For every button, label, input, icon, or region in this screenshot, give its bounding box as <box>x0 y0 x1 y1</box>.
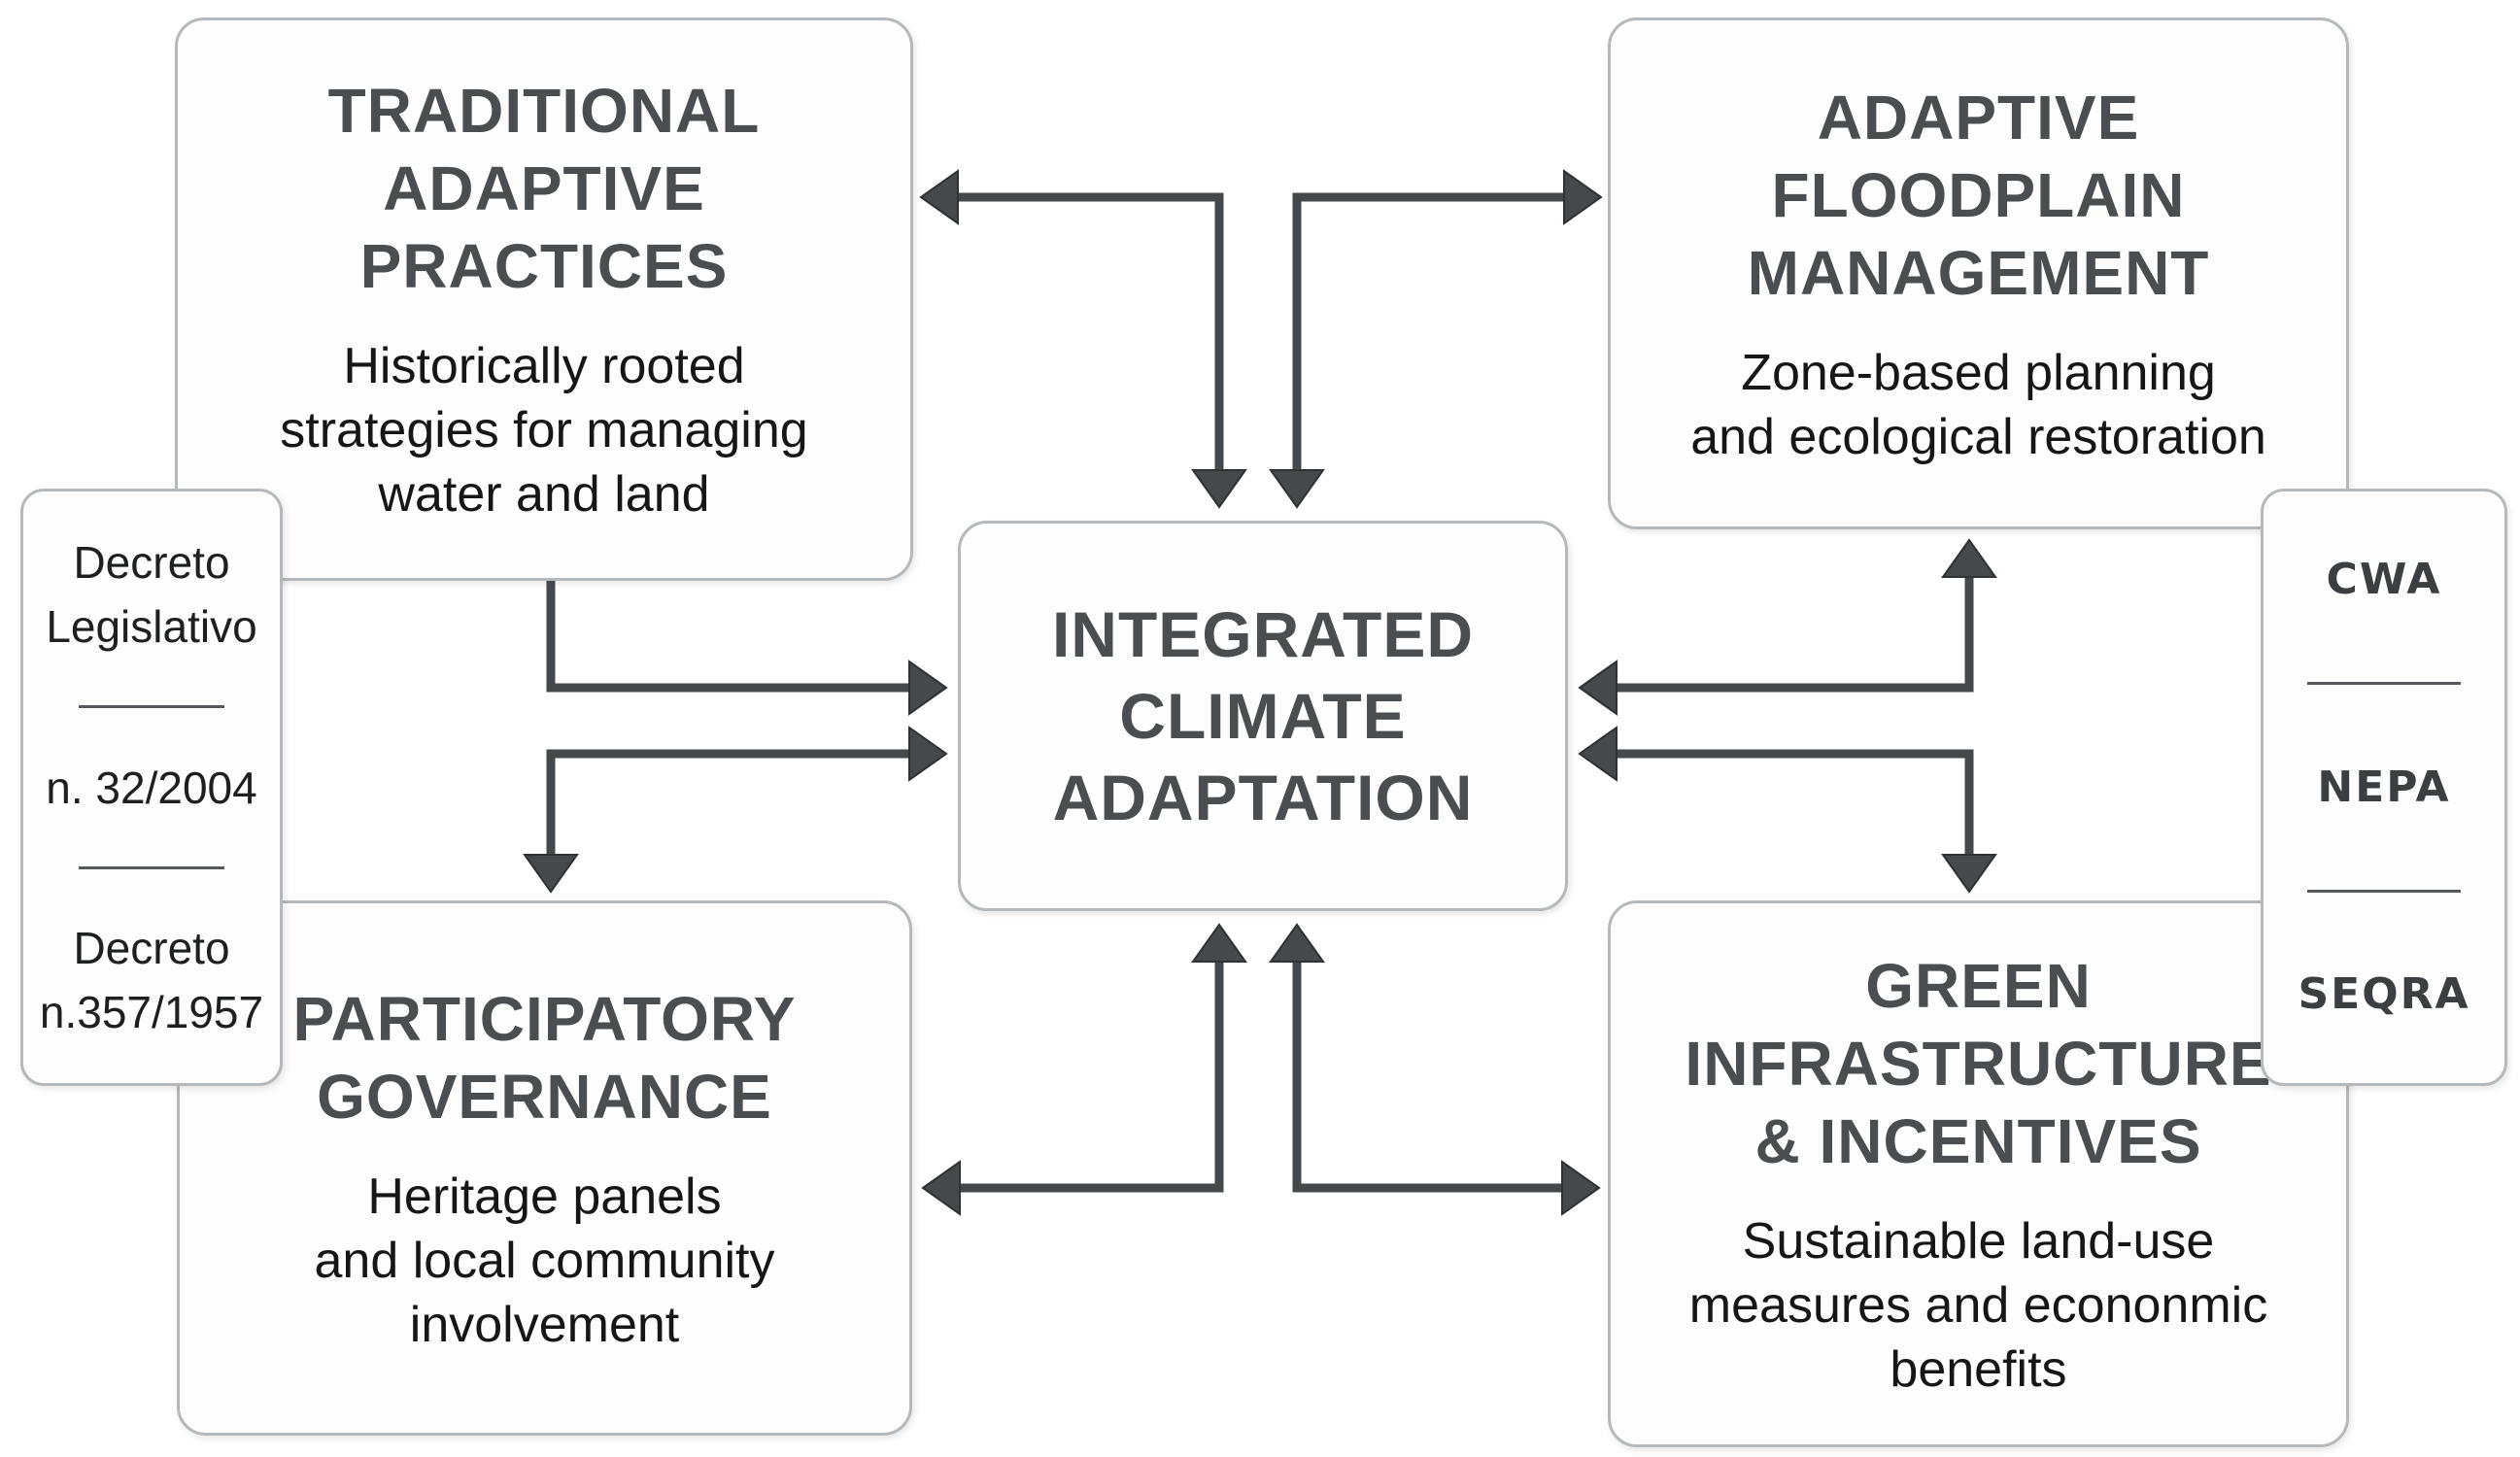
panel-italian-decrees: Decreto Legislativo n. 32/2004 Decreto n… <box>20 489 283 1086</box>
divider <box>79 865 224 869</box>
node-traditional-adaptive-practices: TRADITIONAL ADAPTIVE PRACTICES Historica… <box>175 17 913 581</box>
node-subtitle: Historically rooted strategies for manag… <box>280 338 808 523</box>
panel-us-statutes: CWA NEPA SEQRA <box>2261 489 2507 1086</box>
arrow-green-to-center <box>1269 923 1601 1216</box>
arrowhead-right-icon <box>1563 169 1603 225</box>
arrowhead-down-icon <box>1269 469 1325 509</box>
arrowhead-right-icon <box>1561 1160 1601 1216</box>
panel-item-decreto-n357-1957: Decreto n.357/1957 <box>39 923 264 1037</box>
divider <box>79 705 224 709</box>
panel-item-nepa: NEPA <box>2317 762 2451 812</box>
arrowhead-up-icon <box>1941 538 1997 578</box>
node-green-infrastructure-incentives: GREEN INFRASTRUCTURE & INCENTIVES Sustai… <box>1608 900 2349 1447</box>
node-subtitle: Sustainable land-use measures and econon… <box>1688 1212 2268 1398</box>
arrow-center-to-green <box>1578 726 1997 894</box>
arrowhead-left-icon <box>919 169 959 225</box>
arrowhead-down-icon <box>1191 469 1247 509</box>
arrowhead-left-icon <box>1578 726 1618 782</box>
arrowhead-up-icon <box>1191 923 1247 963</box>
panel-item-cwa: CWA <box>2326 555 2442 604</box>
node-integrated-climate-adaptation: INTEGRATED CLIMATE ADAPTATION <box>958 521 1568 911</box>
node-heading: PARTICIPATORY GOVERNANCE <box>292 983 797 1132</box>
arrow-center-to-floodplain-right <box>1578 538 1997 716</box>
arrow-participatory-to-center <box>921 923 1247 1216</box>
arrow-center-to-traditional <box>919 169 1247 509</box>
arrowhead-up-icon <box>1269 923 1325 963</box>
arrow-center-to-participatory-left <box>523 726 948 894</box>
panel-item-n32-2004: n. 32/2004 <box>46 762 257 813</box>
arrow-center-to-floodplain <box>1269 169 1603 509</box>
node-heading: INTEGRATED CLIMATE ADAPTATION <box>1051 598 1475 833</box>
node-subtitle: Zone-based planning and ecological resto… <box>1690 344 2266 465</box>
node-adaptive-floodplain-management: ADAPTIVE FLOODPLAIN MANAGEMENT Zone-base… <box>1608 17 2349 529</box>
node-heading: TRADITIONAL ADAPTIVE PRACTICES <box>327 76 761 301</box>
panel-item-decreto-legislativo: Decreto Legislativo <box>46 537 257 652</box>
node-participatory-governance: PARTICIPATORY GOVERNANCE Heritage panels… <box>177 900 912 1436</box>
arrowhead-down-icon <box>523 854 579 894</box>
arrowhead-down-icon <box>1941 854 1997 894</box>
arrowhead-right-icon <box>908 726 948 782</box>
node-heading: GREEN INFRASTRUCTURE & INCENTIVES <box>1685 950 2272 1176</box>
arrow-traditional-to-center <box>546 581 948 716</box>
panel-item-seqra: SEQRA <box>2298 969 2470 1019</box>
node-heading: ADAPTIVE FLOODPLAIN MANAGEMENT <box>1747 82 2210 308</box>
arrowhead-left-icon <box>1578 660 1618 716</box>
arrowhead-left-icon <box>921 1160 961 1216</box>
divider <box>2307 682 2461 686</box>
divider <box>2307 889 2461 893</box>
node-subtitle: Heritage panels and local community invo… <box>314 1168 775 1353</box>
arrowhead-right-icon <box>908 660 948 716</box>
